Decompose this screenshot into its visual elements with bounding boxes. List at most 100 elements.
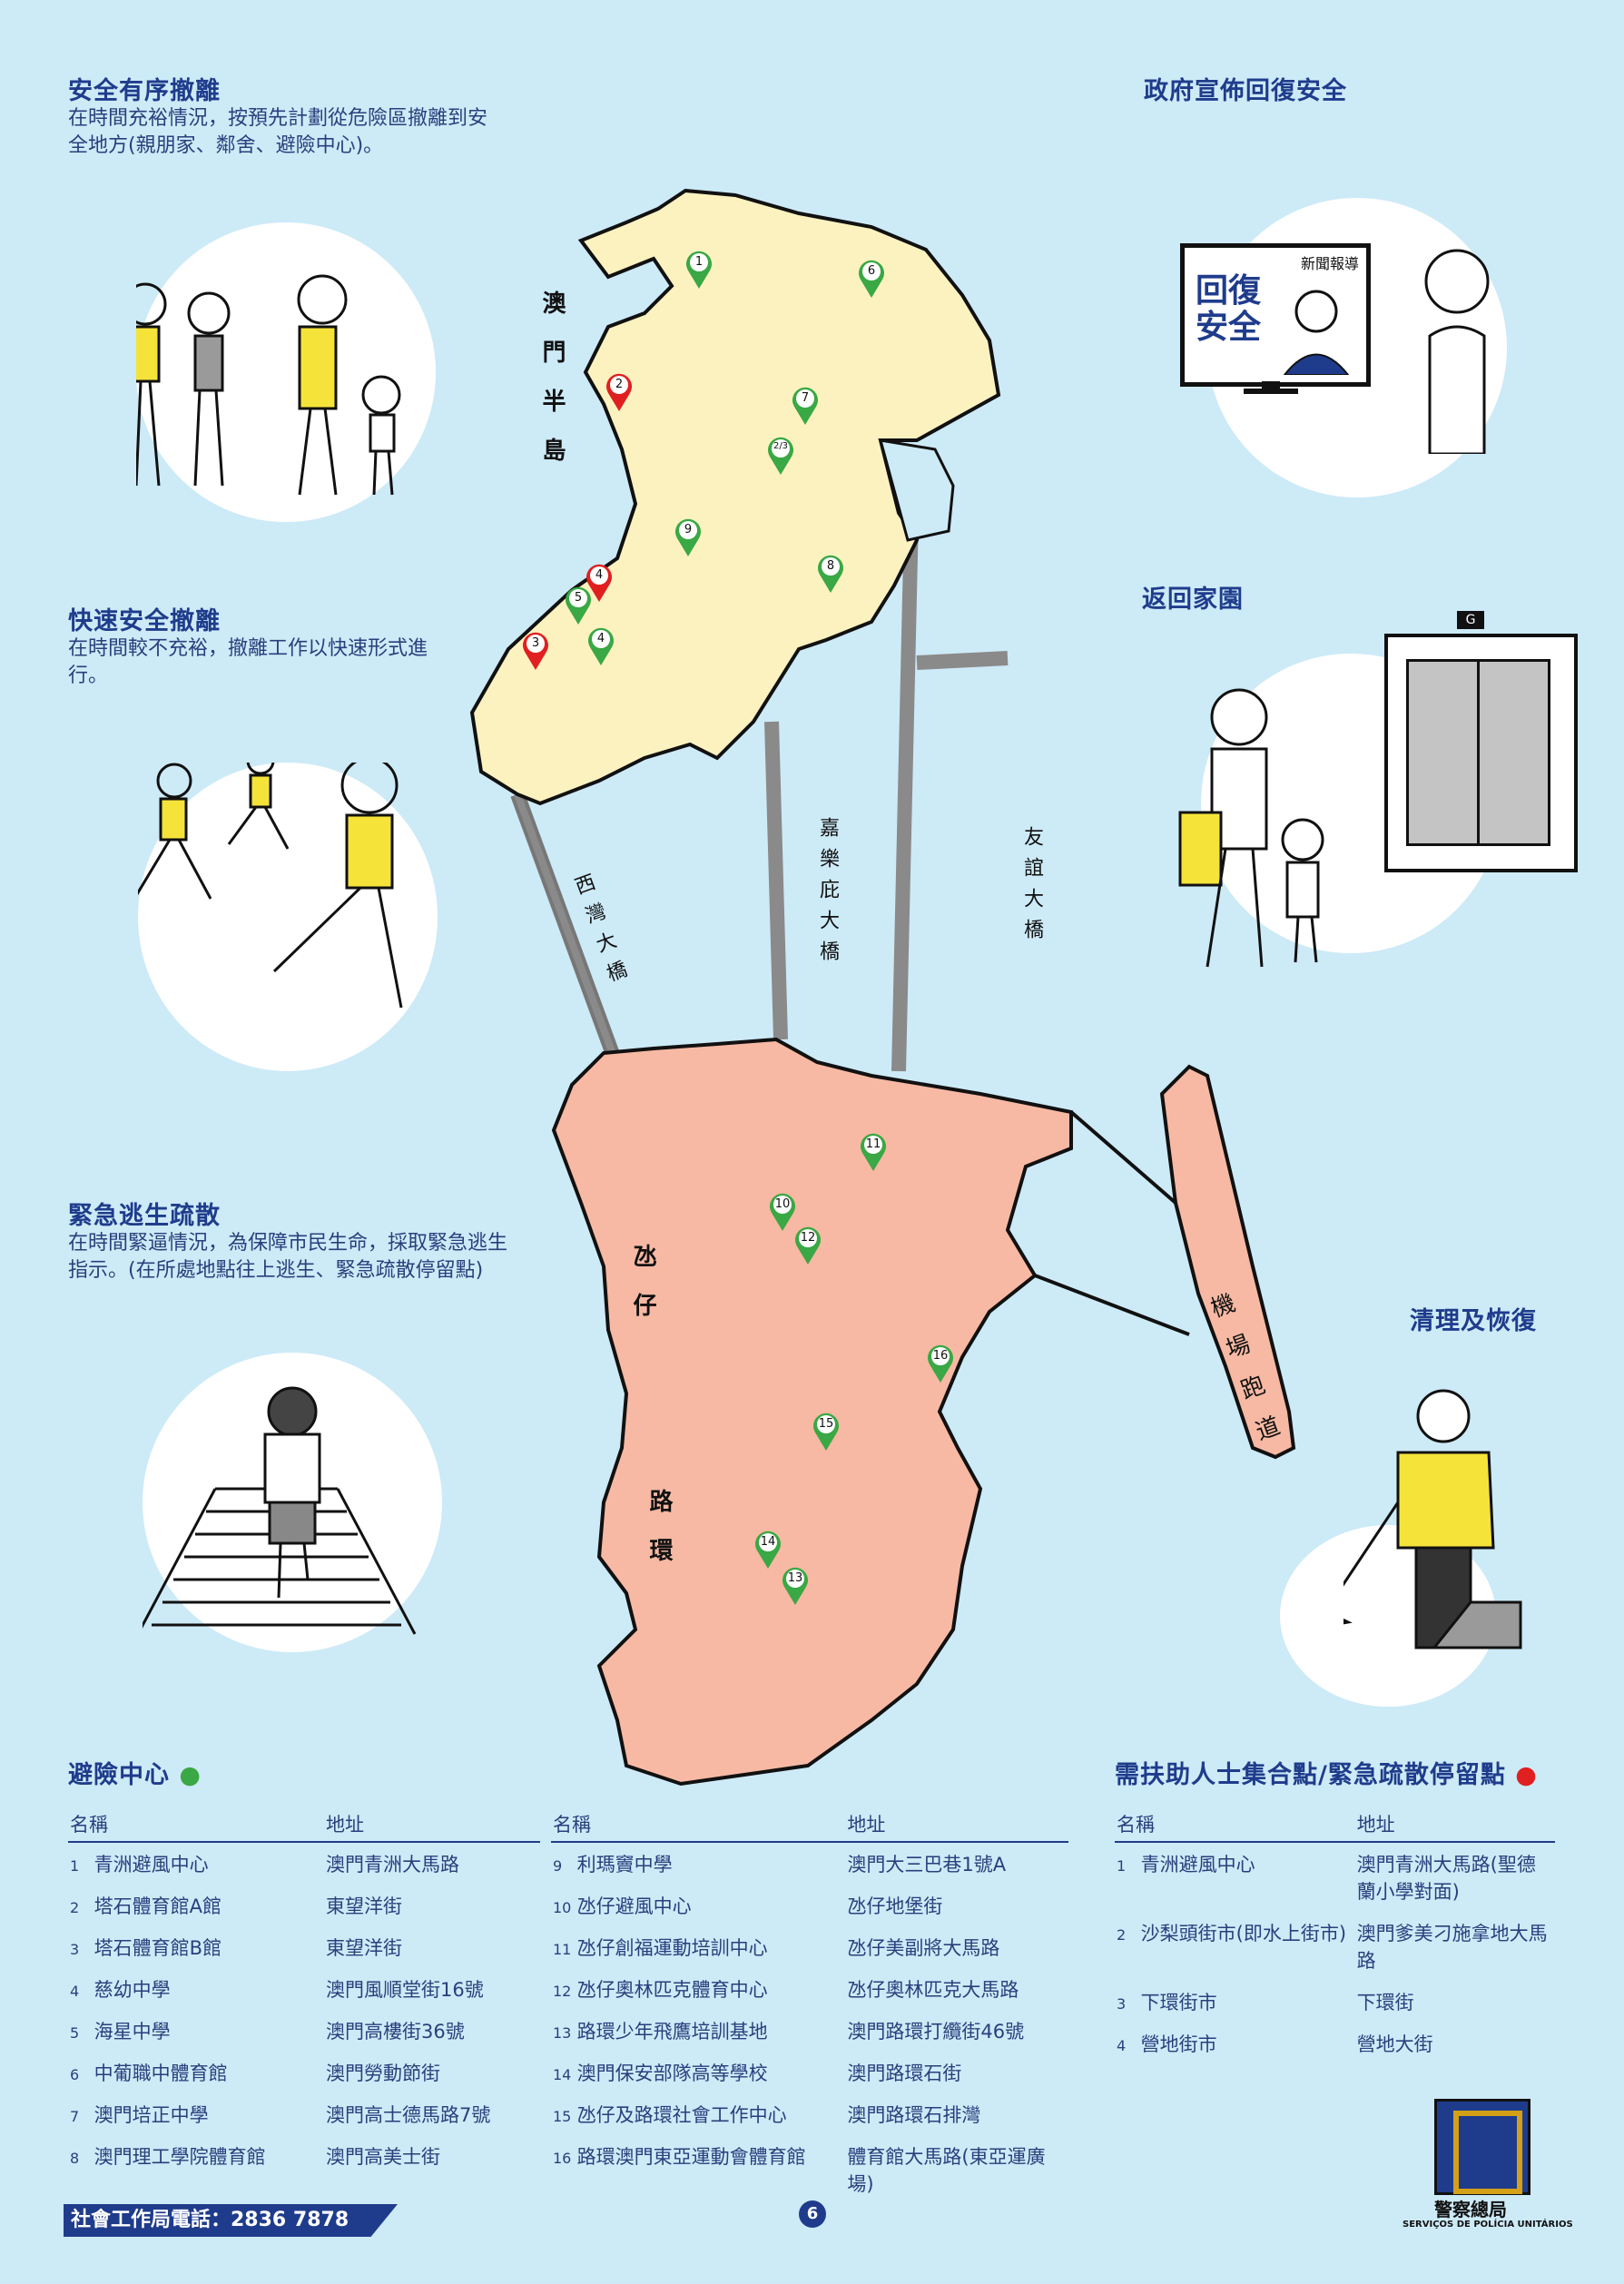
- row-address: 氹仔地堡街: [847, 1895, 943, 1917]
- label-taipa: 氹仔: [629, 1244, 656, 1342]
- illustration-people-running: [127, 746, 438, 1071]
- row-number: 7: [70, 2108, 80, 2125]
- table-row: 3 下環街市下環街: [1115, 1981, 1555, 2023]
- row-address: 東望洋街: [326, 1895, 403, 1917]
- row-number: 2: [70, 1899, 80, 1916]
- row-name: 4 營地街市: [1115, 2023, 1355, 2064]
- green-map-pin-icon: 1: [684, 249, 714, 289]
- col-name: 名稱: [551, 1807, 846, 1843]
- label-macau: 澳門半島: [538, 290, 566, 487]
- row-number: 15: [553, 2108, 572, 2125]
- illustration-stairs: [136, 1353, 442, 1652]
- pin-label: 2: [615, 378, 624, 391]
- row-name-text: 澳門理工學院體育館: [88, 2146, 266, 2168]
- pin-label: 4: [596, 632, 605, 645]
- green-map-pin-icon: 11: [859, 1131, 888, 1171]
- col-addr: 地址: [845, 1807, 1068, 1843]
- parent-child-icon: [1178, 688, 1324, 968]
- row-name: 9 利瑪竇中學: [551, 1842, 845, 1885]
- table-row: 10 氹仔避風中心氹仔地堡街: [551, 1885, 1068, 1926]
- table-row: 11 氹仔創福運動培訓中心氹仔美副將大馬路: [551, 1926, 1068, 1968]
- row-name-text: 海星中學: [88, 2021, 171, 2043]
- table-row: 1 青洲避風中心澳門青洲大馬路: [68, 1842, 540, 1885]
- pin-label: 13: [787, 1571, 803, 1585]
- row-name: 11 氹仔創福運動培訓中心: [551, 1926, 845, 1968]
- row-number: 11: [553, 1941, 572, 1958]
- row-number: 4: [1117, 2037, 1127, 2054]
- pin-label: 16: [932, 1349, 949, 1363]
- col-name: 名稱: [1115, 1807, 1355, 1843]
- col-name: 名稱: [68, 1807, 325, 1843]
- pin-label: 12: [800, 1231, 816, 1245]
- pin-label: 4: [595, 568, 604, 582]
- green-map-pin-icon: 8: [816, 553, 845, 593]
- table-row: 6 中葡職中體育館澳門勞動節街: [68, 2052, 540, 2093]
- tv-screen: 新聞報導 回復 安全: [1180, 243, 1371, 387]
- airport-runway: [1159, 1064, 1296, 1460]
- row-number: 4: [70, 1983, 80, 2000]
- table-row: 4 營地街市營地大街: [1115, 2023, 1555, 2064]
- row-address: 澳門高樓街36號: [326, 2021, 465, 2043]
- green-map-pin-icon: 7: [791, 385, 820, 425]
- row-name-text: 青洲避風中心: [1135, 1854, 1255, 1875]
- police-logo-emblem: [1453, 2111, 1522, 2194]
- tv-stand-icon: [1244, 381, 1298, 394]
- row-address: 東望洋街: [326, 1937, 403, 1959]
- red-map-pin-icon: 4: [585, 562, 614, 602]
- row-address: 下環街: [1356, 1992, 1414, 2013]
- section-title-gov-safe: 政府宣佈回復安全: [1144, 77, 1347, 105]
- section-title-fast: 快速安全撤離: [68, 607, 221, 635]
- row-number: 3: [1117, 1995, 1127, 2013]
- page-number: 6: [799, 2200, 826, 2228]
- table-row: 2 塔石體育館A館東望洋街: [68, 1885, 540, 1926]
- row-name-text: 澳門保安部隊高等學校: [571, 2062, 768, 2084]
- row-name-text: 青洲避風中心: [88, 1854, 209, 1875]
- tv-headline-line2: 安全: [1196, 309, 1262, 346]
- row-name: 12 氹仔奧林匹克體育中心: [551, 1968, 845, 2010]
- row-name: 6 中葡職中體育館: [68, 2052, 324, 2093]
- tv-headline-line1: 回復: [1196, 272, 1262, 310]
- shelters-title: 避險中心 ●: [68, 1755, 202, 1790]
- pin-label: 8: [826, 559, 835, 573]
- police-logo-cn: 警察總局: [1434, 2199, 1507, 2220]
- row-name-text: 氹仔避風中心: [571, 1895, 692, 1917]
- table-row: 15 氹仔及路環社會工作中心澳門路環石排灣: [551, 2093, 1068, 2135]
- row-number: 6: [70, 2066, 80, 2083]
- pin-label: 1: [694, 255, 704, 269]
- row-name-text: 慈幼中學: [88, 1979, 171, 2001]
- section-desc-orderly: 在時間充裕情況，按預先計劃從危險區撤離到安全地方(親朋家、鄰舍、避險中心)。: [68, 107, 488, 157]
- red-map-pin-icon: 3: [521, 630, 550, 670]
- row-name-text: 澳門培正中學: [88, 2104, 209, 2126]
- row-name: 10 氹仔避風中心: [551, 1885, 845, 1926]
- row-name: 2 塔石體育館A館: [68, 1885, 324, 1926]
- table-row: 2 沙梨頭街市(即水上街市)澳門爹美刁施拿地大馬路: [1115, 1912, 1555, 1981]
- row-address: 澳門青洲大馬路(聖德蘭小學對面): [1356, 1854, 1536, 1903]
- pin-label: 10: [774, 1197, 791, 1211]
- pin-label: 11: [865, 1137, 881, 1151]
- family-walking-icon: [123, 274, 401, 496]
- shelters-title-text: 避險中心: [68, 1761, 170, 1789]
- row-number: 5: [70, 2024, 80, 2042]
- label-bridge-carbo: 嘉樂庇大橋: [816, 817, 839, 971]
- pin-label: 7: [801, 391, 810, 405]
- section-desc-fast: 在時間較不充裕，撤離工作以快速形式進行。: [68, 637, 428, 687]
- section-title-emergency: 緊急逃生疏散: [68, 1202, 221, 1230]
- elevator: [1384, 634, 1578, 872]
- row-name: 5 海星中學: [68, 2010, 324, 2052]
- green-map-pin-icon: 5: [564, 585, 593, 625]
- row-address: 澳門高美士街: [326, 2146, 441, 2168]
- row-address: 澳門青洲大馬路: [326, 1854, 460, 1875]
- airport-connectors: [1034, 1110, 1190, 1336]
- col-addr: 地址: [324, 1807, 540, 1843]
- row-name-text: 氹仔奧林匹克體育中心: [571, 1979, 768, 2001]
- row-address: 氹仔美副將大馬路: [847, 1937, 1000, 1959]
- pin-label: 5: [574, 591, 583, 605]
- green-map-pin-icon: 15: [812, 1411, 841, 1451]
- illustration-family-walking: [123, 222, 436, 522]
- green-map-pin-icon: 12: [793, 1225, 822, 1265]
- table-row: 14 澳門保安部隊高等學校澳門路環石街: [551, 2052, 1068, 2093]
- green-map-pin-icon: 2/3: [766, 435, 795, 475]
- viewer-person-icon: [1424, 249, 1490, 454]
- row-name: 4 慈幼中學: [68, 1968, 324, 2010]
- police-logo: [1434, 2099, 1530, 2195]
